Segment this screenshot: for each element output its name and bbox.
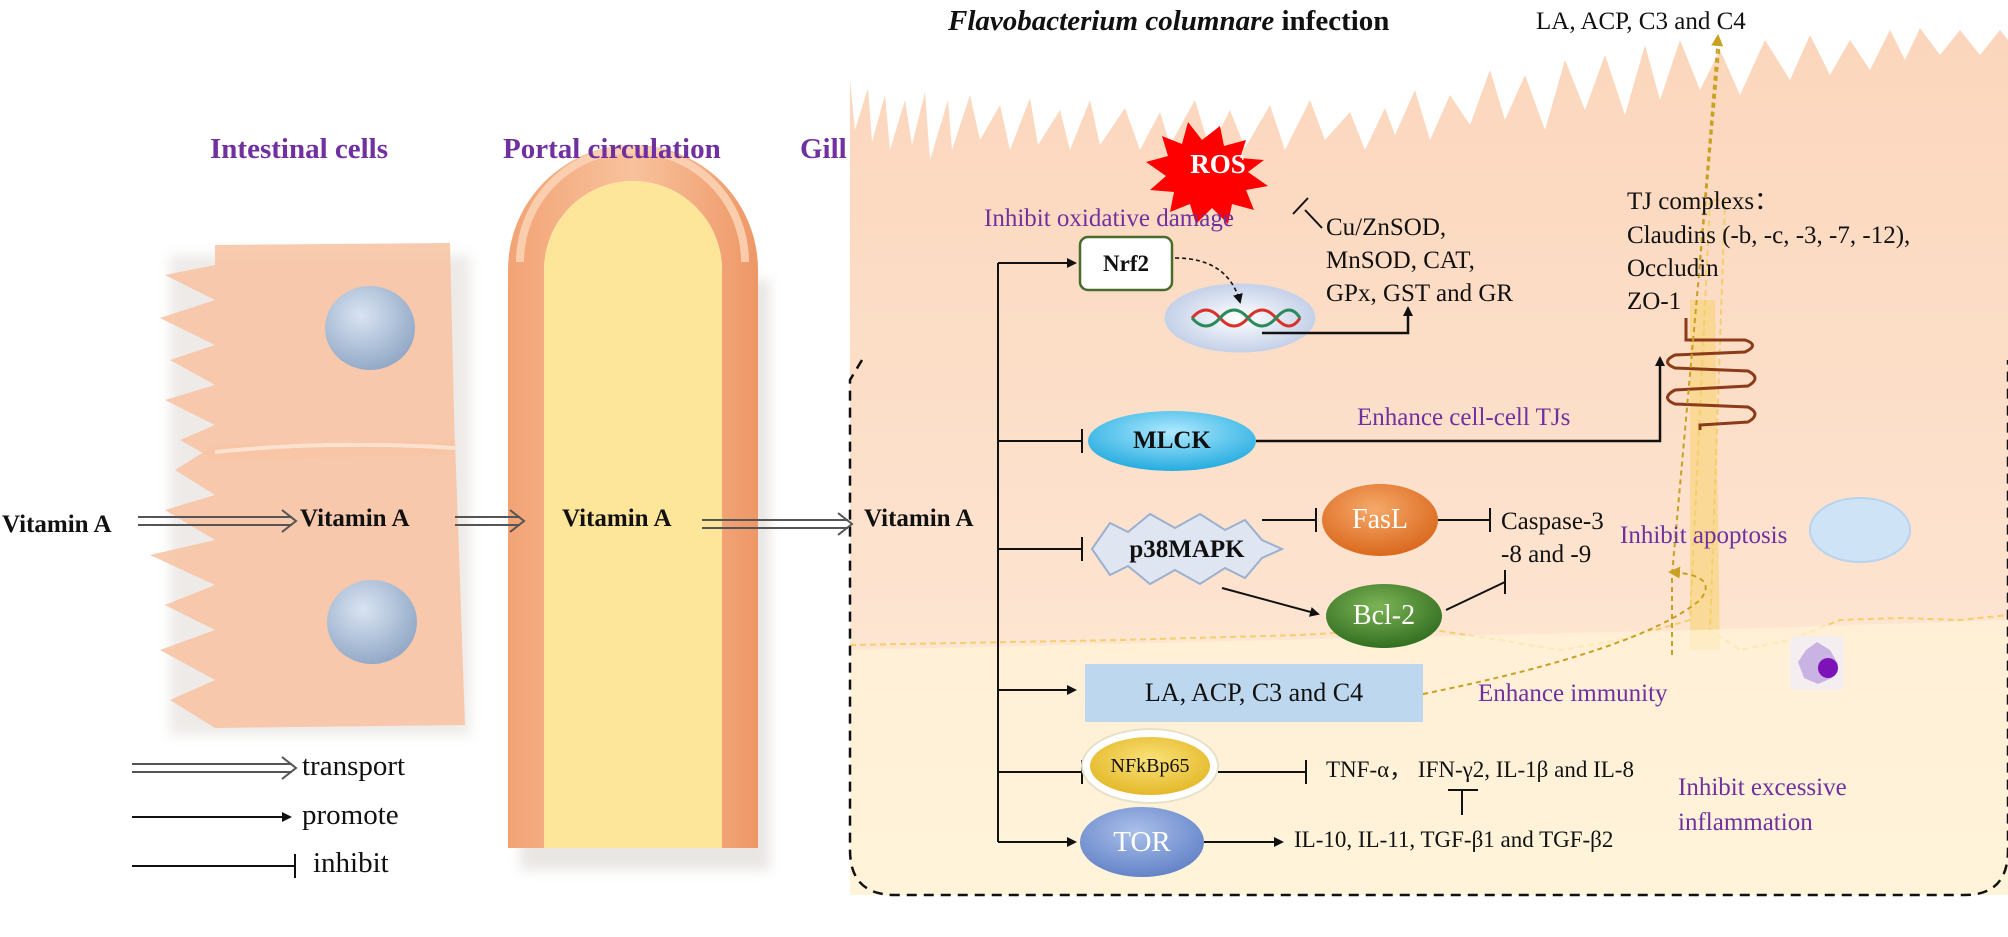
inhibit-inflammation-line-1: Inhibit excessive bbox=[1678, 774, 1847, 801]
ros-label: ROS bbox=[1190, 148, 1246, 179]
nrf2-dashed-arrow bbox=[1174, 257, 1243, 304]
tj-line-1: TJ complexs： bbox=[1627, 188, 1780, 215]
organism-name: Flavobacterium columnare bbox=[948, 5, 1275, 37]
nrf2-label: Nrf2 bbox=[1103, 250, 1149, 276]
transport-arrow bbox=[702, 512, 854, 536]
gill-compartment-border bbox=[848, 359, 2008, 897]
cytokines-promote-label: IL-10, IL-11, TGF-β1 and TGF-β2 bbox=[1294, 827, 1614, 852]
ros-inhibit-line bbox=[1292, 197, 1323, 229]
mlck-to-tj-arrow bbox=[1256, 356, 1665, 443]
legend-transport-label: transport bbox=[302, 750, 406, 782]
mlck-label: MLCK bbox=[1133, 427, 1211, 454]
nrf2-box bbox=[1078, 235, 1174, 292]
mlck-node bbox=[1088, 411, 1256, 471]
cell-nucleus bbox=[1809, 497, 1911, 563]
bcl2-label: Bcl-2 bbox=[1352, 600, 1416, 631]
ifn-inhibit-mark bbox=[1448, 789, 1478, 815]
tj-line-4: ZO-1 bbox=[1627, 288, 1682, 315]
region-gill-title: Gill bbox=[800, 133, 847, 165]
enzyme-line-3: GPx, GST and GR bbox=[1326, 280, 1514, 307]
tor-label: TOR bbox=[1113, 825, 1171, 858]
immune-dashed-arrow bbox=[1422, 566, 1707, 695]
immune-box-label: LA, ACP, C3 and C4 bbox=[1144, 678, 1364, 707]
inhibit-inflammation-line-2: inflammation bbox=[1678, 809, 1813, 836]
p38-fasl-inhibit bbox=[1262, 508, 1317, 532]
inhibit-oxidative-label: Inhibit oxidative damage bbox=[984, 205, 1234, 232]
vitamin-a-label-3: Vitamin A bbox=[562, 505, 672, 532]
vitamin-a-label-4: Vitamin A bbox=[864, 505, 974, 532]
portal-vessel bbox=[508, 145, 770, 870]
region-intestinal-title: Intestinal cells bbox=[210, 133, 389, 165]
dna-icon bbox=[1190, 308, 1302, 328]
cell-nucleus bbox=[325, 286, 415, 370]
bcl2-caspase-inhibit bbox=[1445, 570, 1506, 611]
fasl-label: FasL bbox=[1352, 504, 1408, 535]
diagram-title: Flavobacterium columnare infection bbox=[948, 5, 1389, 38]
ros-starburst bbox=[1146, 122, 1268, 224]
legend-transport-arrow bbox=[132, 756, 298, 780]
nfkb-label: NFkBp65 bbox=[1110, 754, 1190, 777]
dna-bubble bbox=[1164, 283, 1316, 353]
inhibit-apoptosis-label: Inhibit apoptosis bbox=[1620, 522, 1788, 549]
vessel-lumen bbox=[544, 181, 722, 848]
caspase-line-2: -8 and -9 bbox=[1501, 541, 1592, 568]
fasl-node bbox=[1322, 484, 1438, 556]
inhibit-line bbox=[998, 429, 1083, 453]
legend-inhibit-label: inhibit bbox=[313, 847, 389, 879]
transport-arrows bbox=[138, 509, 854, 536]
cell-nucleus bbox=[327, 580, 417, 664]
immune-cell bbox=[1790, 636, 1844, 690]
vessel-highlight bbox=[516, 145, 749, 263]
transport-arrow bbox=[455, 509, 526, 533]
tight-junction-icon bbox=[1666, 318, 1757, 430]
vitamin-a-label-1: Vitamin A bbox=[2, 511, 112, 538]
enhance-immunity-label: Enhance immunity bbox=[1478, 680, 1668, 707]
p38-bcl2-arrow bbox=[1221, 587, 1320, 617]
tor-node bbox=[1080, 807, 1204, 877]
nfkb-cytokine-inhibit bbox=[1218, 760, 1307, 784]
top-right-label: LA, ACP, C3 and C4 bbox=[1536, 8, 1746, 35]
cell-boundary bbox=[214, 442, 456, 454]
title-infection: infection bbox=[1274, 5, 1390, 37]
immune-box bbox=[1085, 664, 1423, 722]
fasl-caspase-inhibit bbox=[1438, 508, 1491, 532]
inhibit-line bbox=[998, 537, 1083, 561]
intestinal-cells bbox=[150, 243, 470, 735]
enzyme-line-1: Cu/ZnSOD, bbox=[1326, 214, 1447, 241]
caspase-line-1: Caspase-3 bbox=[1501, 508, 1604, 535]
tj-line-3: Occludin bbox=[1627, 255, 1719, 282]
cytokines-inhibit-label: TNF-α， IFN-γ2, IL-1β and IL-8 bbox=[1326, 757, 1634, 782]
legend-marks bbox=[132, 756, 298, 878]
p38-node bbox=[1090, 512, 1285, 586]
immune-top-arrow bbox=[1699, 34, 1724, 261]
vitamin-a-label-2: Vitamin A bbox=[300, 505, 410, 532]
region-portal-title: Portal circulation bbox=[503, 133, 721, 165]
enhance-tj-label: Enhance cell-cell TJs bbox=[1357, 404, 1571, 431]
legend-inhibit-line bbox=[132, 854, 296, 878]
nfkb-inner bbox=[1090, 737, 1210, 795]
legend-promote-label: promote bbox=[302, 799, 399, 831]
bcl2-node bbox=[1326, 584, 1442, 648]
transport-arrow bbox=[138, 509, 298, 533]
enzyme-line-2: MnSOD, CAT, bbox=[1326, 247, 1475, 274]
dna-to-enzymes-arrow bbox=[1262, 306, 1413, 335]
p38-label: p38MAPK bbox=[1129, 536, 1245, 563]
tj-line-2: Claudins (-b, -c, -3, -7, -12), bbox=[1627, 222, 1911, 249]
